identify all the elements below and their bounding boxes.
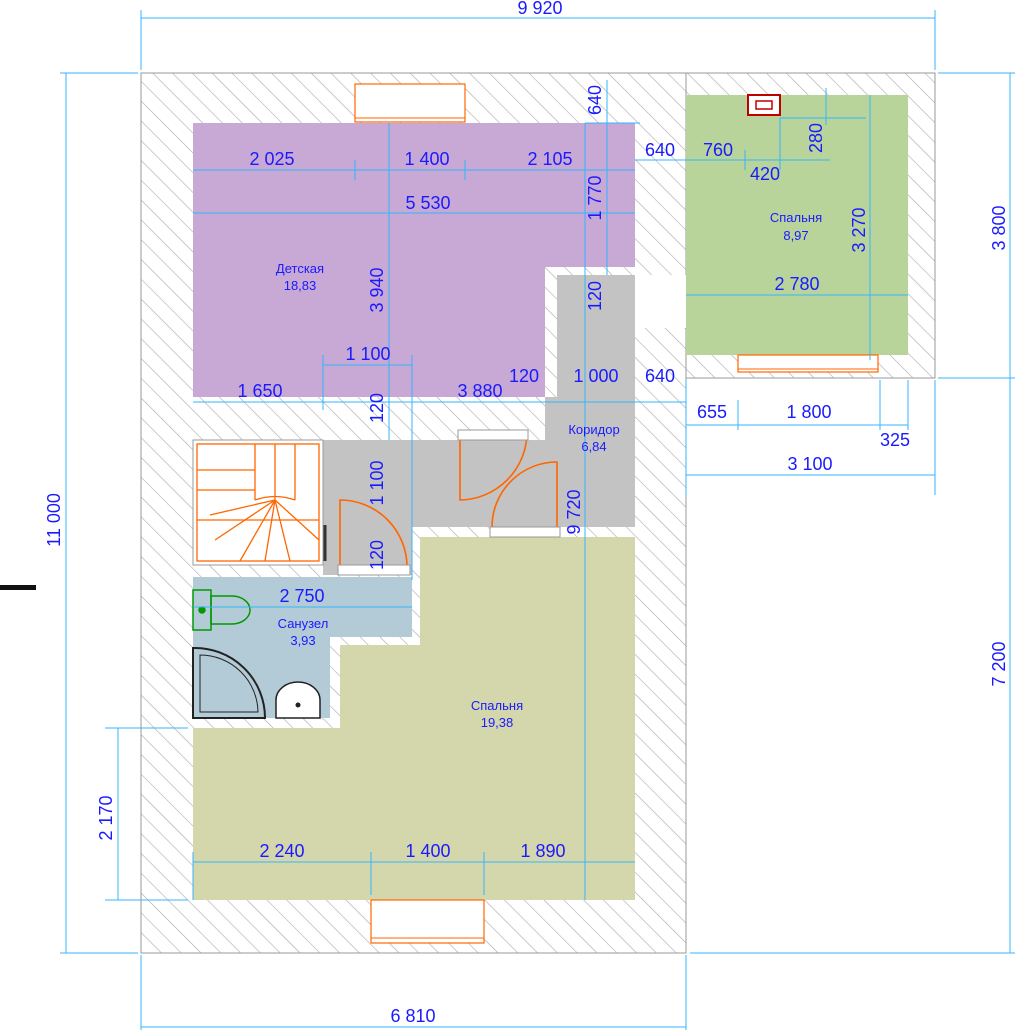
dim-1650: 1 650 bbox=[237, 381, 282, 401]
dim-total-width: 9 920 bbox=[517, 0, 562, 18]
dim-2750: 2 750 bbox=[279, 586, 324, 606]
dim-3880: 3 880 bbox=[457, 381, 502, 401]
stair-area bbox=[192, 439, 324, 566]
room-bedroom-s bbox=[193, 537, 635, 900]
windows bbox=[354, 83, 879, 944]
sink-icon bbox=[275, 681, 321, 719]
label-bedroom-ne-area: 8,97 bbox=[783, 228, 808, 243]
dim-left-lower: 2 170 bbox=[96, 795, 116, 840]
room-bedroom-ne bbox=[686, 95, 908, 355]
window-top bbox=[354, 83, 466, 123]
label-bedroom-s-area: 19,38 bbox=[481, 715, 514, 730]
dim-120-a: 120 bbox=[585, 281, 605, 311]
doors bbox=[337, 429, 561, 576]
dim-2780: 2 780 bbox=[774, 274, 819, 294]
label-sanuzel-name: Санузел bbox=[278, 616, 329, 631]
door-bedroom-s bbox=[491, 461, 558, 528]
vent-gap bbox=[635, 275, 686, 328]
dim-3940: 3 940 bbox=[367, 267, 387, 312]
dim-640-low: 640 bbox=[645, 366, 675, 386]
room-detskaya bbox=[193, 123, 635, 397]
dim-1400-top: 1 400 bbox=[404, 149, 449, 169]
door-detskaya bbox=[459, 431, 528, 501]
dim-420: 420 bbox=[750, 164, 780, 184]
shower-icon bbox=[192, 646, 267, 719]
room-labels: Детская 18,83 Спальня 8,97 Коридор 6,84 … bbox=[276, 210, 822, 730]
dim-1400-bottom: 1 400 bbox=[405, 841, 450, 861]
label-koridor-area: 6,84 bbox=[581, 439, 606, 454]
window-bedroom-ne bbox=[737, 354, 879, 373]
dim-2105: 2 105 bbox=[527, 149, 572, 169]
dim-3100: 3 100 bbox=[787, 454, 832, 474]
label-sanuzel-area: 3,93 bbox=[290, 633, 315, 648]
dim-2240: 2 240 bbox=[259, 841, 304, 861]
dim-640-mid: 640 bbox=[645, 140, 675, 160]
dim-280: 280 bbox=[806, 123, 826, 153]
toilet-icon bbox=[210, 595, 251, 625]
dim-1800: 1 800 bbox=[786, 402, 831, 422]
dim-1100-v: 1 100 bbox=[367, 460, 387, 505]
vent-icon bbox=[747, 94, 781, 116]
dim-120-c: 120 bbox=[367, 393, 387, 423]
door-sanuzel bbox=[339, 499, 408, 568]
dim-9720: 9 720 bbox=[564, 489, 584, 534]
dim-2025: 2 025 bbox=[249, 149, 294, 169]
label-bedroom-s-name: Спальня bbox=[471, 698, 523, 713]
dim-1770: 1 770 bbox=[585, 175, 605, 220]
dim-1890: 1 890 bbox=[520, 841, 565, 861]
dim-bottom-width: 6 810 bbox=[390, 1006, 435, 1026]
window-bottom bbox=[370, 899, 485, 944]
dim-640-top: 640 bbox=[585, 85, 605, 115]
dim-655: 655 bbox=[697, 402, 727, 422]
label-detskaya-area: 18,83 bbox=[284, 278, 317, 293]
dim-right-top: 3 800 bbox=[989, 205, 1009, 250]
dim-3270: 3 270 bbox=[849, 207, 869, 252]
section-mark bbox=[0, 585, 36, 590]
dim-right-bottom: 7 200 bbox=[989, 641, 1009, 686]
dim-1000: 1 000 bbox=[573, 366, 618, 386]
rooms bbox=[192, 95, 908, 900]
dimension-texts: 9 920 6 810 11 000 3 800 7 200 2 170 2 0… bbox=[44, 0, 1009, 1026]
dim-120-b: 120 bbox=[509, 366, 539, 386]
dim-1100-h: 1 100 bbox=[345, 344, 390, 364]
staircase bbox=[196, 443, 327, 562]
dimension-lines bbox=[60, 10, 1015, 1030]
bathroom-fixtures bbox=[192, 589, 321, 719]
label-bedroom-ne-name: Спальня bbox=[770, 210, 822, 225]
dim-120-d: 120 bbox=[367, 540, 387, 570]
dim-325: 325 bbox=[880, 430, 910, 450]
dim-760: 760 bbox=[703, 140, 733, 160]
dim-total-height: 11 000 bbox=[44, 493, 64, 547]
label-koridor-name: Коридор bbox=[568, 422, 619, 437]
label-detskaya-name: Детская bbox=[276, 261, 324, 276]
dim-5530: 5 530 bbox=[405, 193, 450, 213]
